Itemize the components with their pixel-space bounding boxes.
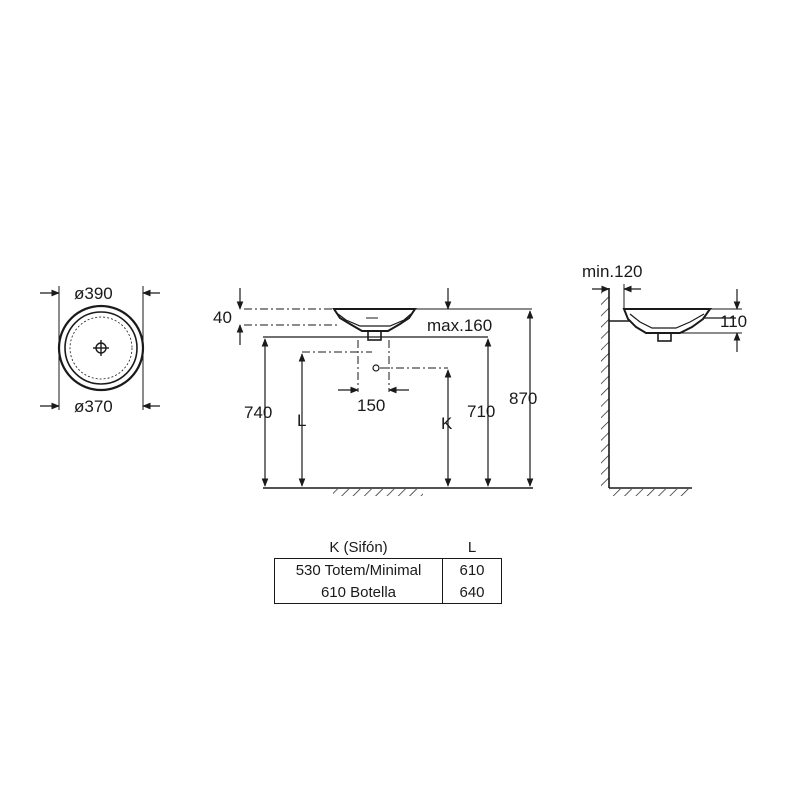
basin-bowl: [69, 316, 133, 380]
table-cell-k: 530 Totem/Minimal: [274, 558, 443, 581]
inner-diameter-label: ø370: [74, 397, 113, 416]
min-wall-label: min.120: [582, 262, 642, 281]
side-drain-waste: [657, 332, 672, 342]
letter-l-label: L: [297, 411, 306, 430]
drain-offset-label: 150: [357, 396, 385, 415]
table-row: 530 Totem/Minimal 610: [274, 558, 502, 581]
table-header-k: K (Sifón): [274, 536, 443, 559]
table-header-l: L: [442, 536, 502, 559]
rim-thickness-label: 40: [213, 308, 232, 327]
table-cell-k: 610 Botella: [274, 581, 443, 604]
front-view: 40 max.160 740 L 150 K 710 870: [213, 288, 537, 496]
table-cell-l: 610: [442, 558, 502, 581]
side-floor-hatch: [609, 489, 692, 496]
floor-hatch: [333, 489, 423, 496]
table-cell-l: 640: [442, 581, 502, 604]
height-rim-label: 740: [244, 403, 272, 422]
height-top-label: 870: [509, 389, 537, 408]
table-row: 610 Botella 640: [274, 581, 502, 604]
wall-hatch: [601, 288, 609, 488]
basin-side-inner: [629, 313, 705, 329]
drain-waste: [367, 330, 382, 341]
top-view: ø390 ø370: [40, 284, 160, 416]
basin-front-inner: [337, 313, 412, 327]
outer-diameter-label: ø390: [74, 284, 113, 303]
table-header-row: K (Sifón) L: [274, 536, 502, 559]
basin-front-body: [332, 308, 417, 332]
drain-icon: [93, 340, 109, 356]
basin-inner-rim: [64, 311, 138, 385]
height-waste-label: 710: [467, 402, 495, 421]
basin-side-body: [622, 308, 712, 334]
waste-outlet: [372, 364, 380, 372]
letter-k-label: K: [441, 414, 453, 433]
basin-height-label: 110: [720, 312, 747, 331]
side-view: min.120 110: [582, 262, 747, 496]
siphon-table: K (Sifón) L 530 Totem/Minimal 610 610 Bo…: [274, 536, 502, 604]
tap-overhang-label: max.160: [427, 316, 492, 335]
